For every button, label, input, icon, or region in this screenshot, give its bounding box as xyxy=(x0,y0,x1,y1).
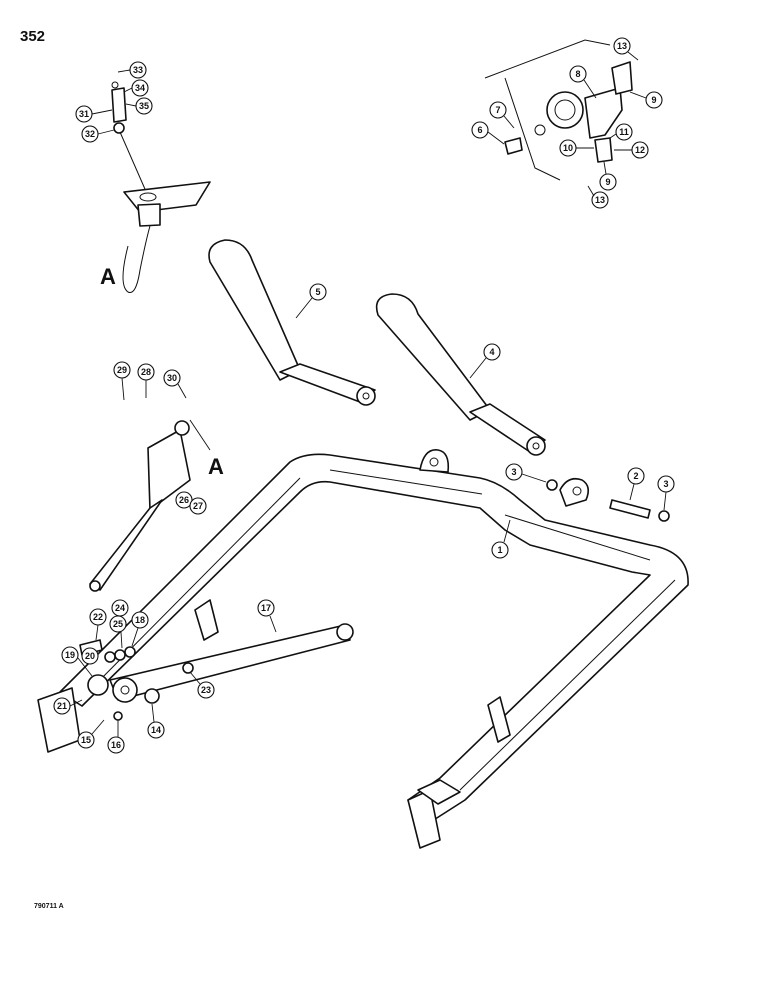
svg-text:18: 18 xyxy=(135,615,145,625)
svg-text:13: 13 xyxy=(617,41,627,51)
svg-text:16: 16 xyxy=(111,740,121,750)
callout-17: 17 xyxy=(257,599,275,617)
callout-3: 3 xyxy=(505,463,523,481)
lift-cylinder-left xyxy=(208,239,376,406)
callout-16: 16 xyxy=(107,736,125,754)
callout-30: 30 xyxy=(163,369,181,387)
callout-5: 5 xyxy=(309,283,327,301)
svg-text:33: 33 xyxy=(133,65,143,75)
callout-11: 11 xyxy=(615,123,633,141)
svg-text:32: 32 xyxy=(85,129,95,139)
callout-35: 35 xyxy=(135,97,153,115)
svg-text:29: 29 xyxy=(117,365,127,375)
svg-text:5: 5 xyxy=(315,287,320,297)
svg-text:17: 17 xyxy=(261,603,271,613)
svg-text:9: 9 xyxy=(605,177,610,187)
callout-13: 13 xyxy=(613,37,631,55)
callout-2: 2 xyxy=(627,467,645,485)
svg-text:4: 4 xyxy=(489,347,494,357)
svg-text:14: 14 xyxy=(151,725,161,735)
callout-33: 33 xyxy=(129,61,147,79)
lift-cylinder-right xyxy=(375,293,546,456)
svg-text:22: 22 xyxy=(93,612,103,622)
reference-label-a: A xyxy=(100,264,116,289)
callout-34: 34 xyxy=(131,79,149,97)
tilt-cylinder xyxy=(89,420,191,592)
svg-text:3: 3 xyxy=(663,479,668,489)
callout-19: 19 xyxy=(61,646,79,664)
callout-9: 9 xyxy=(645,91,663,109)
svg-text:1: 1 xyxy=(497,545,502,555)
svg-text:27: 27 xyxy=(193,501,203,511)
callout-18: 18 xyxy=(131,611,149,629)
svg-text:20: 20 xyxy=(85,651,95,661)
svg-text:26: 26 xyxy=(179,495,189,505)
callout-7: 7 xyxy=(489,101,507,119)
svg-text:25: 25 xyxy=(113,619,123,629)
callout-27: 27 xyxy=(189,497,207,515)
callout-1: 1 xyxy=(491,541,509,559)
callout-8: 8 xyxy=(569,65,587,83)
callout-29: 29 xyxy=(113,361,131,379)
link-arm xyxy=(109,623,354,703)
callout-13-lower: 13 xyxy=(591,191,609,209)
callout-9-lower: 9 xyxy=(599,173,617,191)
svg-text:30: 30 xyxy=(167,373,177,383)
reference-label-a: A xyxy=(208,454,224,479)
callout-6: 6 xyxy=(471,121,489,139)
callout-15: 15 xyxy=(77,731,95,749)
svg-text:28: 28 xyxy=(141,367,151,377)
callout-4: 4 xyxy=(483,343,501,361)
svg-text:3: 3 xyxy=(511,467,516,477)
svg-text:12: 12 xyxy=(635,145,645,155)
callout-32: 32 xyxy=(81,125,99,143)
svg-text:2: 2 xyxy=(633,471,638,481)
snap-ring xyxy=(658,510,670,522)
svg-text:35: 35 xyxy=(139,101,149,111)
callout-10: 10 xyxy=(559,139,577,157)
svg-text:21: 21 xyxy=(57,701,67,711)
figure-code: 790711 A xyxy=(34,903,64,910)
svg-text:34: 34 xyxy=(135,83,145,93)
pin xyxy=(609,499,651,519)
callout-25: 25 xyxy=(109,615,127,633)
callout-20: 20 xyxy=(81,647,99,665)
callout-3-right: 3 xyxy=(657,475,675,493)
callout-28: 28 xyxy=(137,363,155,381)
svg-text:31: 31 xyxy=(79,109,89,119)
loader-frame xyxy=(37,449,689,849)
detail-pivot-bracket xyxy=(484,39,633,181)
callout-12: 12 xyxy=(631,141,649,159)
svg-text:23: 23 xyxy=(201,685,211,695)
callout-14: 14 xyxy=(147,721,165,739)
snap-ring xyxy=(546,479,558,491)
callout-23: 23 xyxy=(197,681,215,699)
callout-24: 24 xyxy=(111,599,129,617)
page-number: 352 xyxy=(20,28,46,45)
callout-31: 31 xyxy=(75,105,93,123)
svg-text:7: 7 xyxy=(495,105,500,115)
callout-21: 21 xyxy=(53,697,71,715)
svg-text:10: 10 xyxy=(563,143,573,153)
svg-text:24: 24 xyxy=(115,603,125,613)
svg-text:6: 6 xyxy=(477,125,482,135)
svg-text:8: 8 xyxy=(575,69,580,79)
detail-a-linkage xyxy=(111,81,211,294)
svg-text:19: 19 xyxy=(65,650,75,660)
svg-text:13: 13 xyxy=(595,195,605,205)
svg-text:15: 15 xyxy=(81,735,91,745)
svg-text:11: 11 xyxy=(619,127,629,137)
svg-text:9: 9 xyxy=(651,95,656,105)
callout-22: 22 xyxy=(89,608,107,626)
